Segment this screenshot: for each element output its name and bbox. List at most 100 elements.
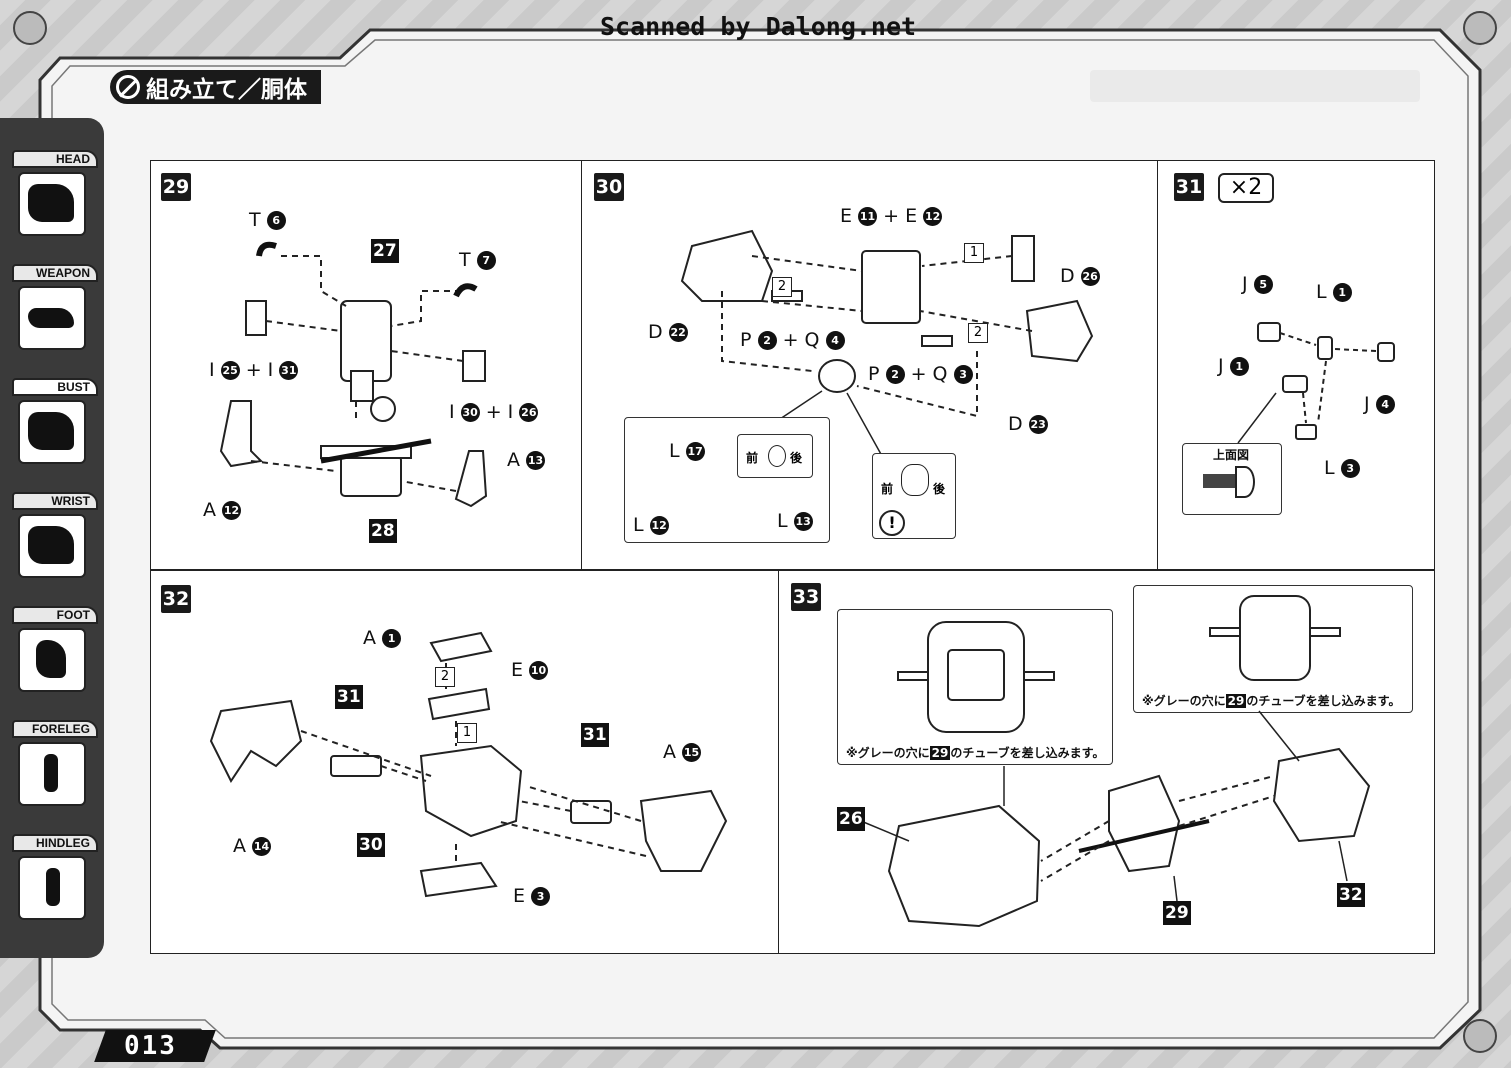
- part-ref-31a: 31: [335, 685, 363, 709]
- wrench-icon: [116, 75, 140, 99]
- foot-silhouette-icon: [36, 640, 66, 678]
- label-j5: J 5: [1242, 273, 1273, 295]
- label-t7: T 7: [459, 249, 496, 271]
- sidebar-item-foreleg[interactable]: FORELEG: [12, 720, 98, 826]
- page-title-badge: 組み立て／胴体: [110, 70, 321, 104]
- step-29-diagram: [219, 241, 488, 508]
- label-l3: L 3: [1324, 457, 1360, 479]
- sidebar-item-bust[interactable]: BUST: [12, 378, 98, 484]
- step-29-panel: 29 T 6 T 7 27 I 25 + I 31 I 30 + I 26: [150, 160, 582, 570]
- back-label: 後: [790, 451, 803, 465]
- head-silhouette-icon: [28, 184, 74, 222]
- page-number: 013: [124, 1031, 177, 1061]
- step-number: 33: [791, 583, 821, 611]
- step-number: 32: [161, 585, 191, 613]
- foot-thumbnail: [18, 628, 86, 692]
- label-e11-e12: E 11 + E 12: [840, 205, 943, 227]
- label-l17: L 17: [669, 440, 705, 462]
- bust-silhouette-icon: [28, 412, 74, 450]
- step-number: 30: [594, 173, 624, 201]
- label-d23: D 23: [1008, 413, 1048, 435]
- back-label: 後: [933, 482, 946, 496]
- part-outline-icon: [901, 464, 929, 496]
- label-a14: A 14: [233, 835, 272, 857]
- sidebar-item-head[interactable]: HEAD: [12, 150, 98, 256]
- label-p2-q4: P 2 + Q 4: [740, 329, 845, 351]
- order-1: 1: [457, 723, 477, 743]
- label-l13: L 13: [777, 510, 813, 532]
- quantity-multiplier: ×2: [1218, 173, 1274, 203]
- label-i25-i31: I 25 + I 31: [209, 359, 299, 381]
- label-t6: T 6: [249, 209, 286, 231]
- label-a15: A 15: [663, 741, 702, 763]
- label-j4: J 4: [1364, 393, 1395, 415]
- bleed-through-title: [1090, 70, 1420, 102]
- head-thumbnail: [18, 172, 86, 236]
- page-title: 組み立て／胴体: [146, 77, 307, 103]
- hindleg-thumbnail: [18, 856, 86, 920]
- inset-right-drawing: [1209, 595, 1341, 681]
- part-ref-32: 32: [1337, 883, 1365, 907]
- step-32-diagram: [209, 631, 728, 898]
- weapon-thumbnail: [18, 286, 86, 350]
- scan-credit: Scanned by Dalong.net: [600, 12, 917, 41]
- sidebar-item-hindleg[interactable]: HINDLEG: [12, 834, 98, 940]
- section-sidebar: HEAD WEAPON BUST WRIST FOOT FORELEG HIND…: [0, 118, 104, 958]
- label-j1: J 1: [1218, 355, 1249, 377]
- foreleg-thumbnail: [18, 742, 86, 806]
- label-i30-i26: I 30 + I 26: [449, 401, 539, 423]
- peg-shape: [1203, 474, 1237, 488]
- front-label: 前: [746, 451, 759, 465]
- sidebar-item-wrist[interactable]: WRIST: [12, 492, 98, 598]
- sidebar-item-label: HINDLEG: [12, 834, 98, 852]
- step-number: 29: [161, 173, 191, 201]
- sidebar-item-weapon[interactable]: WEAPON: [12, 264, 98, 370]
- sidebar-item-foot[interactable]: FOOT: [12, 606, 98, 712]
- top-view-label: 上面図: [1213, 448, 1250, 462]
- step-31-diagram: [1237, 322, 1395, 444]
- label-p2-q3: P 2 + Q 3: [868, 363, 973, 385]
- label-l1: L 1: [1316, 281, 1352, 303]
- step-number: 31: [1174, 173, 1204, 201]
- top-view-inset: 上面図: [1182, 443, 1282, 515]
- sidebar-item-label: WEAPON: [12, 264, 98, 282]
- label-l12: L 12: [633, 514, 669, 536]
- wrist-silhouette-icon: [28, 526, 74, 564]
- sidebar-item-label: FORELEG: [12, 720, 98, 738]
- step-32-panel: 32 A 1 2 E 10 31 1 31 A 15 A 14 30 E 3: [150, 570, 780, 954]
- weapon-silhouette-icon: [28, 308, 74, 328]
- label-e3: E 3: [513, 885, 551, 907]
- peg-icon: [768, 445, 786, 467]
- direction-box: 前 後: [737, 434, 813, 478]
- part-ref-29: 29: [1163, 901, 1191, 925]
- order-2: 2: [435, 667, 455, 687]
- step-33-diagram: [860, 710, 1371, 928]
- label-e10: E 10: [511, 659, 549, 681]
- detail-inset-left: L 17 前 後 L 12 L 13: [624, 417, 830, 543]
- order-1: 1: [964, 243, 984, 263]
- cap-shape: [1235, 466, 1255, 498]
- label-d22: D 22: [648, 321, 688, 343]
- sidebar-item-label: BUST: [12, 378, 98, 396]
- part-ref-26: 26: [837, 807, 865, 831]
- bust-thumbnail: [18, 400, 86, 464]
- wrist-thumbnail: [18, 514, 86, 578]
- label-a13: A 13: [507, 449, 546, 471]
- front-label: 前: [881, 482, 894, 496]
- label-a1: A 1: [363, 627, 402, 649]
- part-ref-30: 30: [357, 833, 385, 857]
- sidebar-item-label: HEAD: [12, 150, 98, 168]
- sidebar-item-label: WRIST: [12, 492, 98, 510]
- part-ref-31b: 31: [581, 723, 609, 747]
- detail-inset-right: 前 後 !: [872, 453, 956, 539]
- sidebar-item-label: FOOT: [12, 606, 98, 624]
- step-30-panel: 30 E 11 + E 12: [581, 160, 1159, 570]
- inset-left-drawing: [897, 621, 1055, 733]
- step-31-panel: 31 ×2 J 5 L 1 J 1 J 4 L 3 上面図: [1157, 160, 1435, 570]
- order-2b: 2: [968, 323, 988, 343]
